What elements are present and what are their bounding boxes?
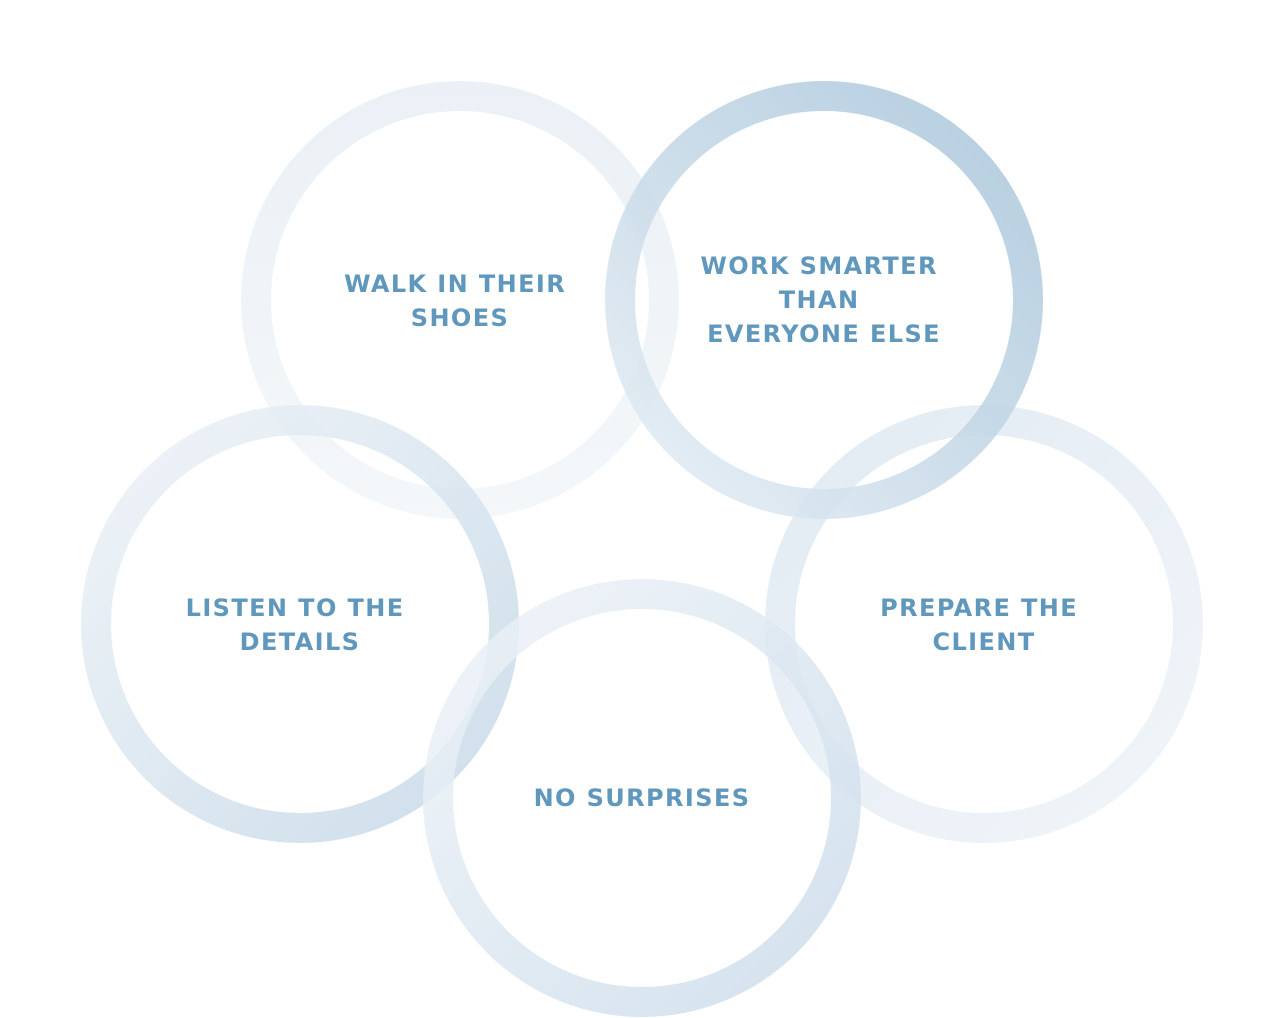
label-line: THAN: [779, 286, 860, 314]
label-line: EVERYONE ELSE: [707, 320, 941, 348]
ring: [605, 81, 1043, 519]
label-line: WALK IN THEIR: [344, 270, 566, 298]
circle-listen-to-the-details: [81, 405, 519, 843]
ring: [241, 81, 679, 519]
label-no-surprises: NO SURPRISES: [534, 784, 751, 812]
label-line: LISTEN TO THE: [186, 594, 405, 622]
label-line: NO SURPRISES: [534, 784, 751, 812]
label-listen-to-the-details: LISTEN TO THE DETAILS: [186, 594, 415, 656]
label-line: SHOES: [411, 304, 509, 332]
label-prepare-the-client: PREPARE THE CLIENT: [880, 594, 1088, 656]
circle-walk-in-their-shoes: [241, 81, 679, 519]
label-work-smarter: WORK SMARTER THAN EVERYONE ELSE: [700, 252, 947, 348]
label-walk-in-their-shoes: WALK IN THEIR SHOES: [344, 270, 576, 332]
label-line: DETAILS: [240, 628, 361, 656]
circle-work-smarter: [605, 81, 1043, 519]
ring: [81, 405, 519, 843]
label-line: PREPARE THE: [880, 594, 1078, 622]
ring: [423, 579, 861, 1017]
label-line: WORK SMARTER: [700, 252, 938, 280]
circle-no-surprises: [423, 579, 861, 1017]
label-line: CLIENT: [932, 628, 1035, 656]
